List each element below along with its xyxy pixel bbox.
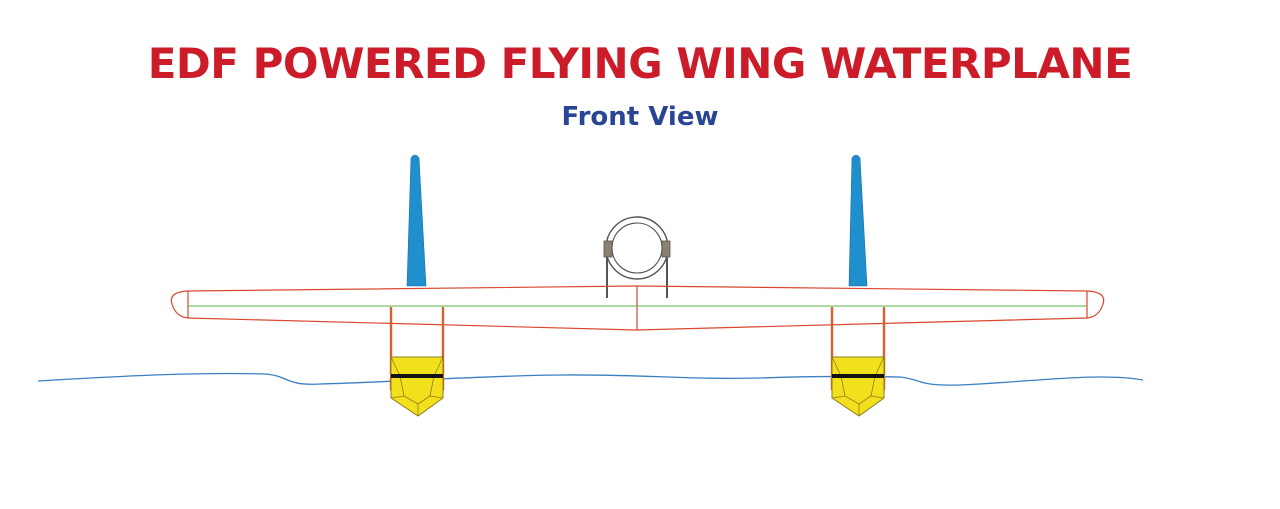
left-float-icon xyxy=(389,307,445,417)
left-fin-icon xyxy=(406,154,427,287)
page-title: EDF POWERED FLYING WING WATERPLANE xyxy=(147,39,1133,88)
water-line xyxy=(37,372,1144,386)
wing xyxy=(170,285,1105,331)
edf-duct-icon xyxy=(603,216,671,298)
page-subtitle: Front View xyxy=(561,102,719,132)
right-float-icon xyxy=(830,307,886,417)
right-fin-icon xyxy=(848,154,868,287)
